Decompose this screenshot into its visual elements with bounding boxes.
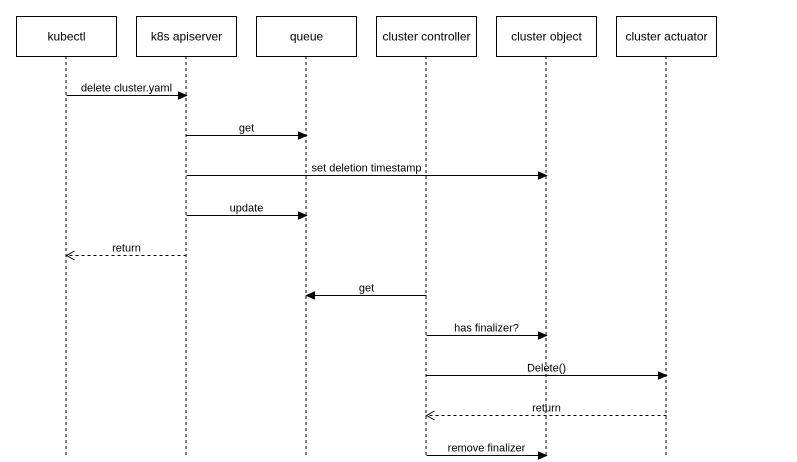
filled-arrow-head-icon	[298, 211, 308, 220]
participant-box-controller	[376, 16, 477, 57]
message-label: remove finalizer	[448, 443, 526, 455]
participant-label-controller: cluster controller	[382, 30, 470, 44]
message-1-delete-cluster-yaml: delete cluster.yaml	[66, 83, 188, 100]
message-label: return	[532, 403, 561, 415]
message-6-get: get	[305, 283, 427, 300]
message-9-return: return	[425, 403, 667, 421]
message-8-delete: Delete()	[426, 363, 668, 380]
participant-box-apiserver	[136, 16, 237, 57]
message-label: get	[359, 283, 374, 295]
message-label: return	[112, 243, 141, 255]
open-arrow-head-icon	[65, 250, 75, 261]
message-10-remove-finalizer: remove finalizer	[426, 443, 548, 460]
participants-group: kubectl k8s apiserver queue cluster control…	[16, 16, 717, 57]
message-label: get	[239, 123, 254, 135]
filled-arrow-head-icon	[538, 451, 548, 460]
participant-box-kubectl	[16, 16, 117, 57]
participant-label-kubectl: kubectl	[47, 30, 85, 44]
open-arrow-head-icon	[425, 410, 435, 421]
filled-arrow-head-icon	[538, 331, 548, 340]
message-2-get: get	[186, 123, 308, 140]
message-label: update	[230, 203, 264, 215]
participant-box-actuator	[616, 16, 717, 57]
message-3-set-deletion-timestamp: set deletion timestamp	[186, 163, 548, 180]
participant-label-apiserver: k8s apiserver	[151, 30, 222, 44]
filled-arrow-head-icon	[538, 171, 548, 180]
message-7-has-finalizer: has finalizer?	[426, 323, 548, 340]
filled-arrow-head-icon	[305, 291, 315, 300]
participant-box-object	[496, 16, 597, 57]
message-label: delete cluster.yaml	[81, 83, 172, 95]
message-label: set deletion timestamp	[311, 163, 421, 175]
message-4-update: update	[186, 203, 308, 220]
participant-label-object: cluster object	[511, 30, 582, 44]
message-5-return: return	[65, 243, 187, 261]
participant-label-actuator: cluster actuator	[625, 30, 707, 44]
messages-group: delete cluster.yaml get set deletion times…	[65, 83, 668, 460]
participant-box-queue	[256, 16, 357, 57]
filled-arrow-head-icon	[658, 371, 668, 380]
message-label: Delete()	[527, 363, 566, 375]
filled-arrow-head-icon	[298, 131, 308, 140]
participant-label-queue: queue	[290, 30, 324, 44]
lifelines-group	[65, 56, 667, 458]
message-label: has finalizer?	[454, 323, 519, 335]
filled-arrow-head-icon	[178, 91, 188, 100]
